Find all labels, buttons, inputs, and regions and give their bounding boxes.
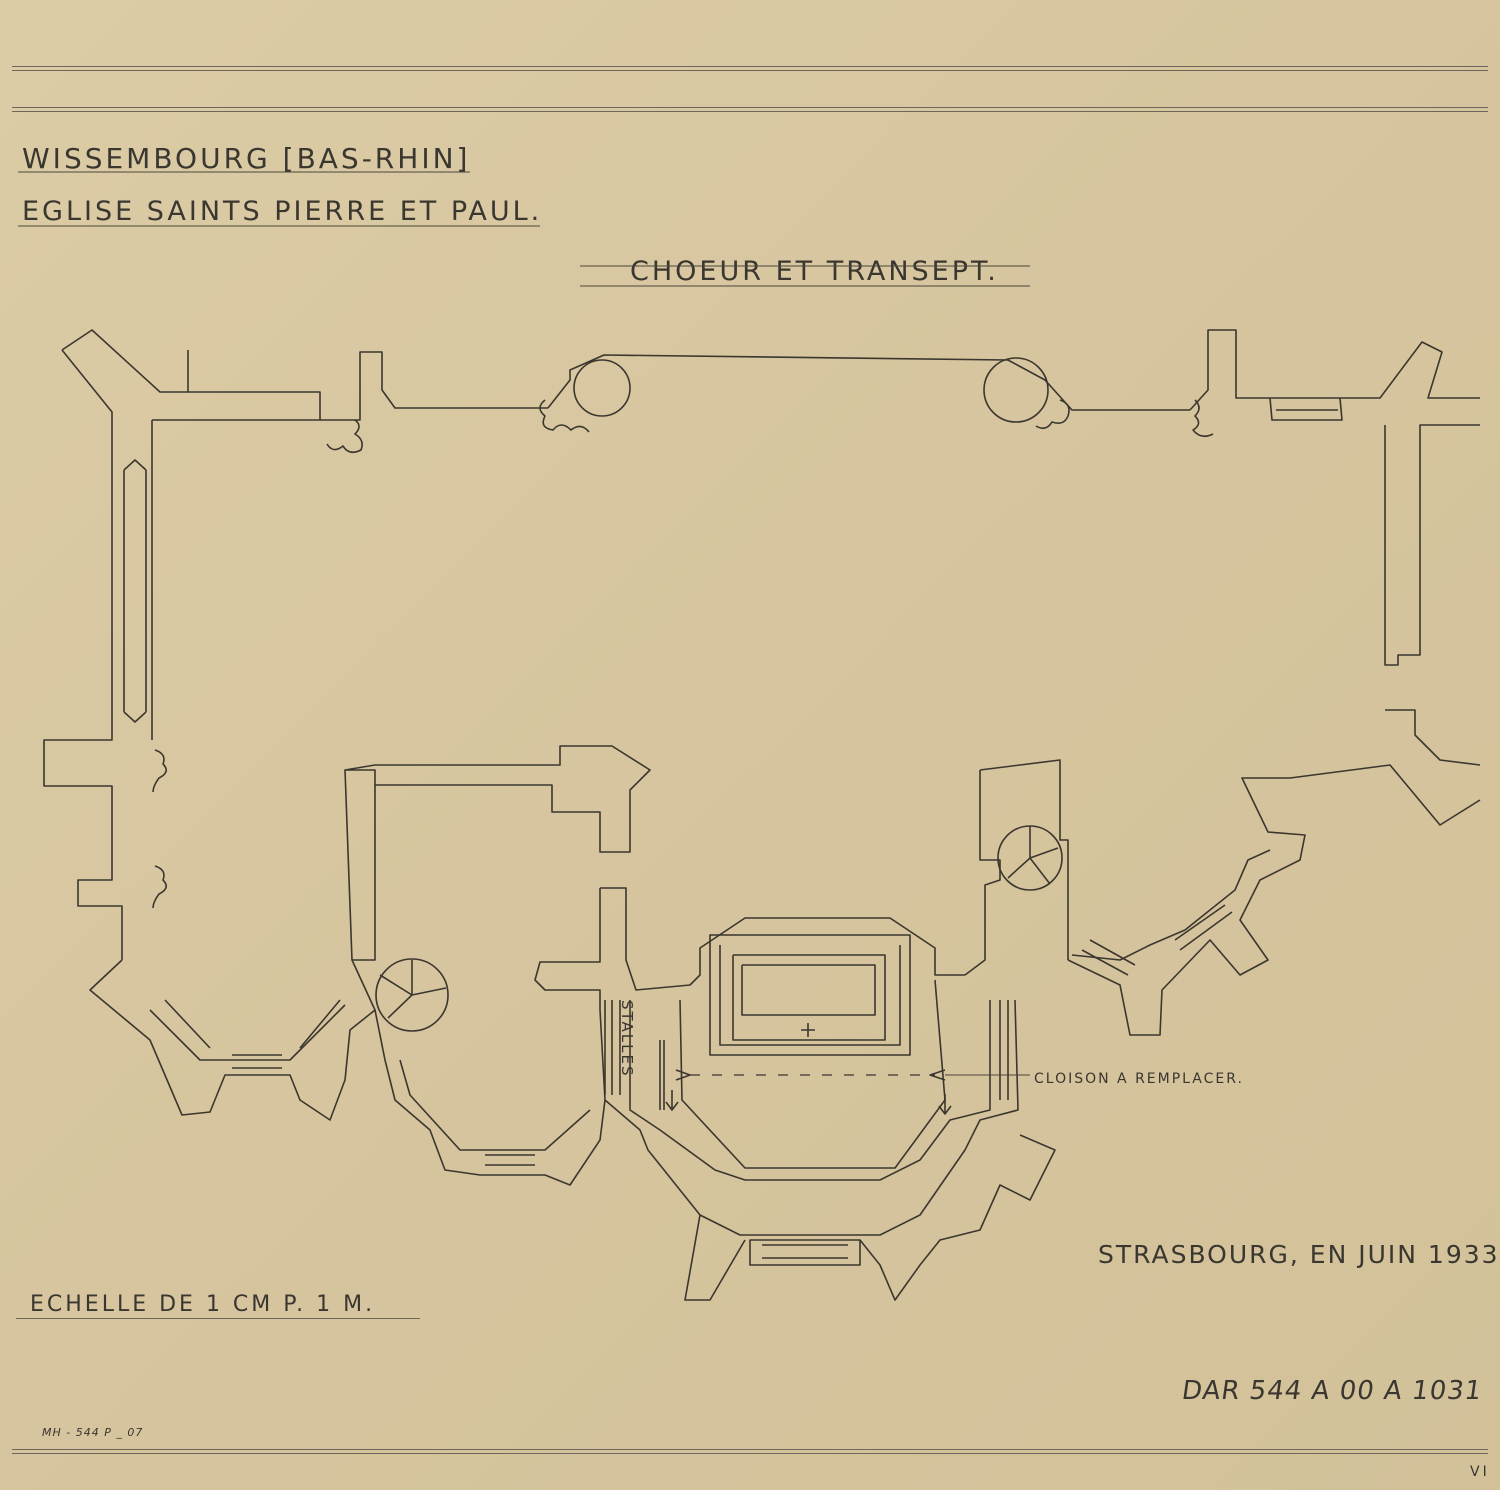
sheet-corner-mark: VI <box>1470 1464 1490 1480</box>
title-border-line <box>12 107 1488 108</box>
scale-note: ECHELLE DE 1 CM P. 1 M. <box>30 1292 376 1317</box>
crossing-walls <box>344 745 1069 1032</box>
choir-apse <box>534 887 1030 1236</box>
stalles-label: STALLES <box>618 1000 636 1078</box>
location-title: WISSEMBOURG [BAS-RHIN] <box>22 142 471 175</box>
archive-reference: DAR 544 A 00 A 1031 <box>1179 1376 1485 1406</box>
title-border-line <box>12 111 1488 112</box>
building-title: EGLISE SAINTS PIERRE ET PAUL. <box>22 196 543 227</box>
title-guides <box>18 171 1030 287</box>
bottom-border-line <box>12 1453 1488 1454</box>
catalogue-reference: MH - 544 P _ 07 <box>42 1426 144 1439</box>
bottom-border-line <box>12 1449 1488 1450</box>
plan-subject-title: CHOEUR ET TRANSEPT. <box>630 256 999 287</box>
north-wall <box>43 329 1480 960</box>
clustered-piers <box>152 399 1214 909</box>
top-border-line <box>12 70 1488 71</box>
side-apses <box>89 709 1481 1301</box>
place-date-signature: STRASBOURG, EN JUIN 1933 <box>1098 1240 1500 1269</box>
top-border-line <box>12 66 1488 67</box>
scale-underline <box>16 1318 420 1319</box>
partition-note: CLOISON A REMPLACER. <box>1034 1071 1244 1087</box>
